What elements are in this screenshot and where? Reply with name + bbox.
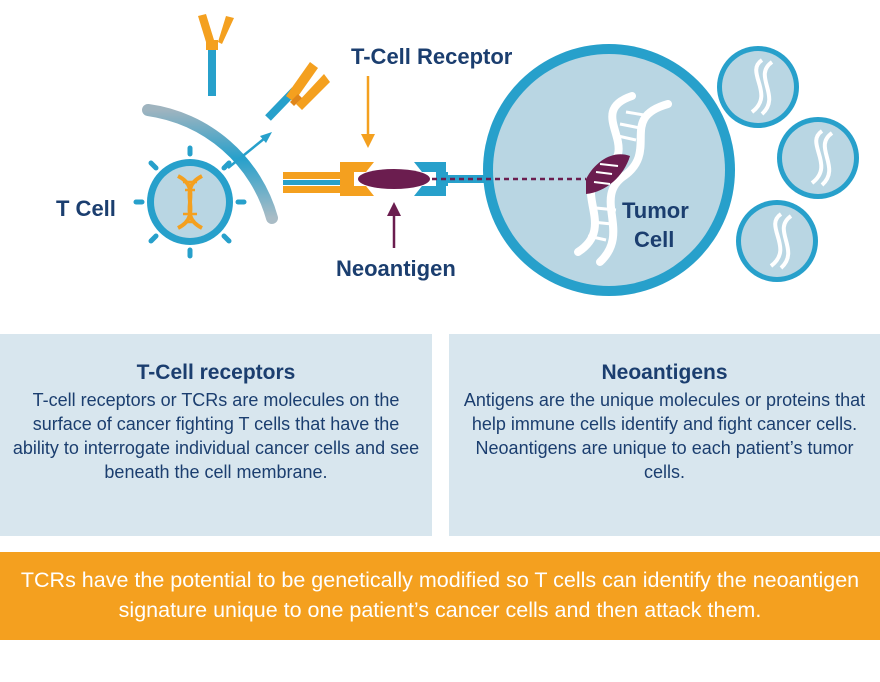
summary-banner: TCRs have the potential to be geneticall… — [0, 552, 880, 640]
summary-banner-text: TCRs have the potential to be geneticall… — [20, 568, 860, 622]
neoantigen-icon — [358, 169, 430, 189]
tcr-stem — [283, 172, 345, 193]
tumor-cell-label-line2: Cell — [634, 227, 675, 252]
small-cell-3 — [736, 200, 818, 282]
t-cell-membrane-arc — [142, 104, 278, 224]
tumor-dna-icon — [574, 92, 672, 266]
t-cell-receptor-icon — [340, 162, 374, 196]
t-cell-receptor-label: T-Cell Receptor — [351, 44, 513, 69]
tcr-info-panel: T-Cell receptors T-cell receptors or TCR… — [0, 334, 432, 536]
receptor-diagonal-icon — [265, 62, 330, 121]
t-cell-nucleus-icon — [133, 145, 247, 259]
small-cell-1 — [717, 46, 799, 128]
t-cell-label: T Cell — [56, 196, 116, 221]
receptor-top-icon — [198, 14, 234, 96]
tumor-cell-label-line1: Tumor — [622, 198, 689, 223]
tcr-panel-body: T-cell receptors or TCRs are molecules o… — [12, 390, 420, 482]
tcr-panel-title: T-Cell receptors — [136, 361, 296, 384]
neoantigen-info-panel: Neoantigens Antigens are the unique mole… — [449, 334, 880, 536]
neo-panel-title: Neoantigens — [601, 361, 728, 384]
small-cell-2 — [777, 117, 859, 199]
neoantigen-pointer-arrow — [387, 202, 401, 248]
nucleus-arrow — [227, 132, 272, 169]
neo-panel-body: Antigens are the unique molecules or pro… — [463, 390, 866, 482]
neoantigen-label: Neoantigen — [336, 256, 456, 281]
receptor-pointer-arrow — [361, 76, 375, 148]
tcr-diagram — [133, 14, 859, 296]
